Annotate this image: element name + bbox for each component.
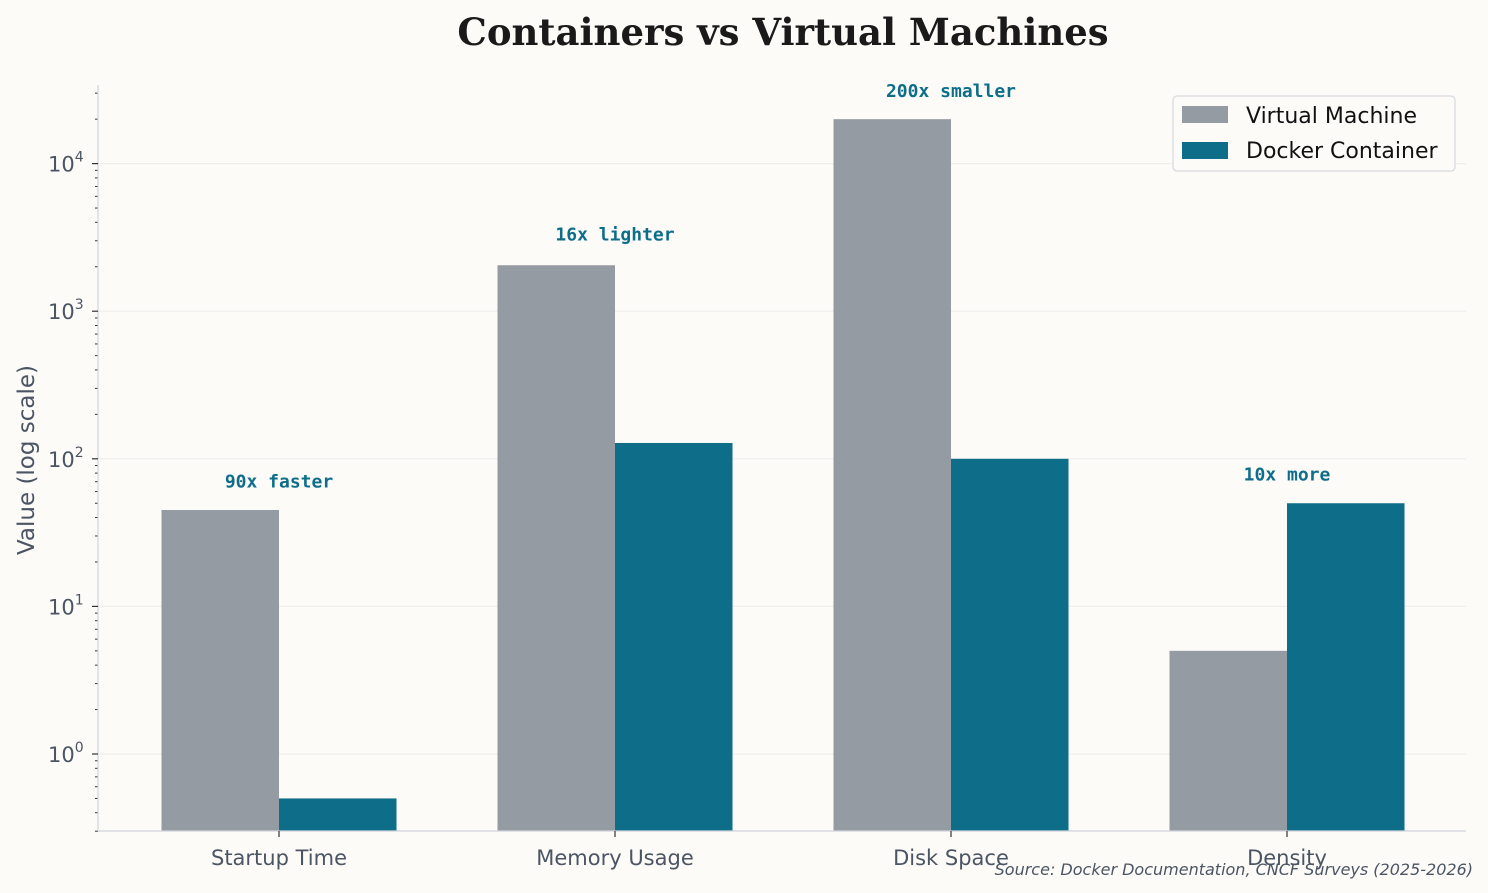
y-tick-label: 102	[48, 445, 84, 472]
x-tick-label: Memory Usage	[536, 846, 694, 870]
bar-vm-startup-time	[161, 509, 279, 831]
annotations: 90x faster 16x lighter 200x smaller 10x mor…	[225, 81, 1331, 493]
y-tick-label: 101	[48, 592, 84, 619]
legend-box	[1172, 95, 1456, 172]
y-ticks: 100 101 102 103 104	[48, 150, 98, 767]
y-tick-label: 100	[48, 740, 84, 767]
annotation-label: 10x more	[1244, 465, 1331, 486]
legend-swatch-container	[1182, 142, 1228, 159]
x-tick-label: Startup Time	[211, 846, 347, 870]
legend-label-vm: Virtual Machine	[1246, 104, 1417, 129]
bar-container-startup-time	[279, 798, 397, 831]
legend[interactable]: Virtual Machine Docker Container	[1172, 95, 1456, 172]
annotation-label: 200x smaller	[886, 81, 1016, 102]
chart-title: Containers vs Virtual Machines	[457, 10, 1108, 54]
annotation-label: 16x lighter	[555, 225, 674, 246]
bars	[161, 119, 1405, 832]
x-tick-label: Disk Space	[893, 846, 1009, 870]
bar-vm-memory-usage	[497, 265, 615, 832]
legend-label-container: Docker Container	[1246, 139, 1438, 164]
x-ticks: Startup Time Memory Usage Disk Space Densit…	[211, 831, 1327, 870]
source-note: Source: Docker Documentation, CNCF Surve…	[995, 860, 1473, 879]
annotation-label: 90x faster	[225, 472, 334, 493]
bar-container-memory-usage	[615, 442, 733, 831]
y-axis-label: Value (log scale)	[14, 365, 40, 555]
bar-container-disk-space	[951, 458, 1069, 831]
x-tick-label: Density	[1247, 846, 1327, 870]
y-tick-label: 103	[48, 297, 84, 324]
legend-swatch-vm	[1182, 106, 1228, 123]
y-tick-label: 104	[48, 150, 84, 177]
bar-vm-density	[1169, 650, 1287, 831]
bar-container-density	[1287, 503, 1405, 831]
bar-vm-disk-space	[833, 119, 951, 832]
